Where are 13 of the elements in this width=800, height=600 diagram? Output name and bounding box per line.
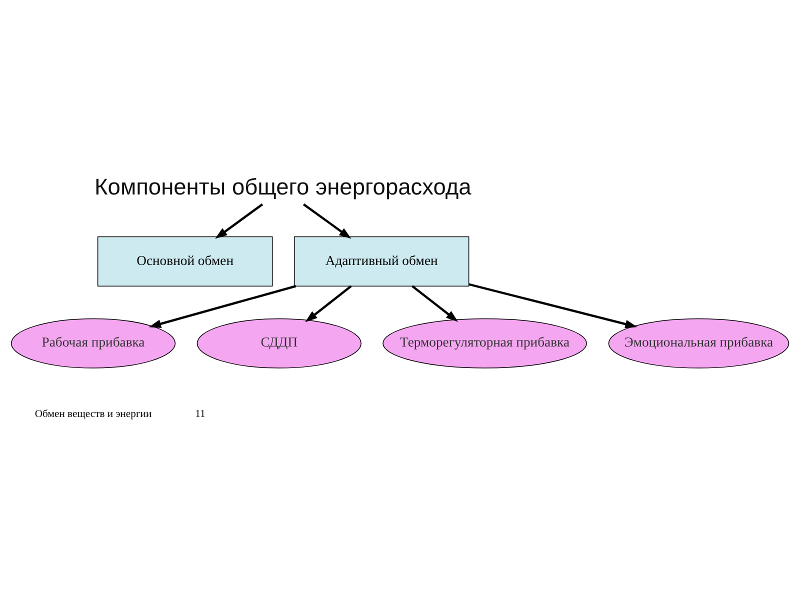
node-box: Основной обмен bbox=[97, 236, 273, 286]
label: Обмен веществ и энергии bbox=[34, 408, 152, 420]
label: 11 bbox=[195, 408, 206, 420]
node-text: Компоненты общего энергорасхода bbox=[94, 172, 472, 199]
node-ellipse: СДДП bbox=[196, 318, 362, 368]
node-box: Адаптивный обмен bbox=[294, 236, 470, 286]
node-ellipse: Терморегуляторная прибавка bbox=[382, 318, 587, 368]
arrow bbox=[302, 202, 352, 238]
arrow bbox=[468, 282, 638, 328]
arrow bbox=[305, 284, 352, 322]
arrow bbox=[215, 202, 264, 238]
arrow bbox=[412, 284, 458, 322]
arrow bbox=[148, 284, 296, 328]
